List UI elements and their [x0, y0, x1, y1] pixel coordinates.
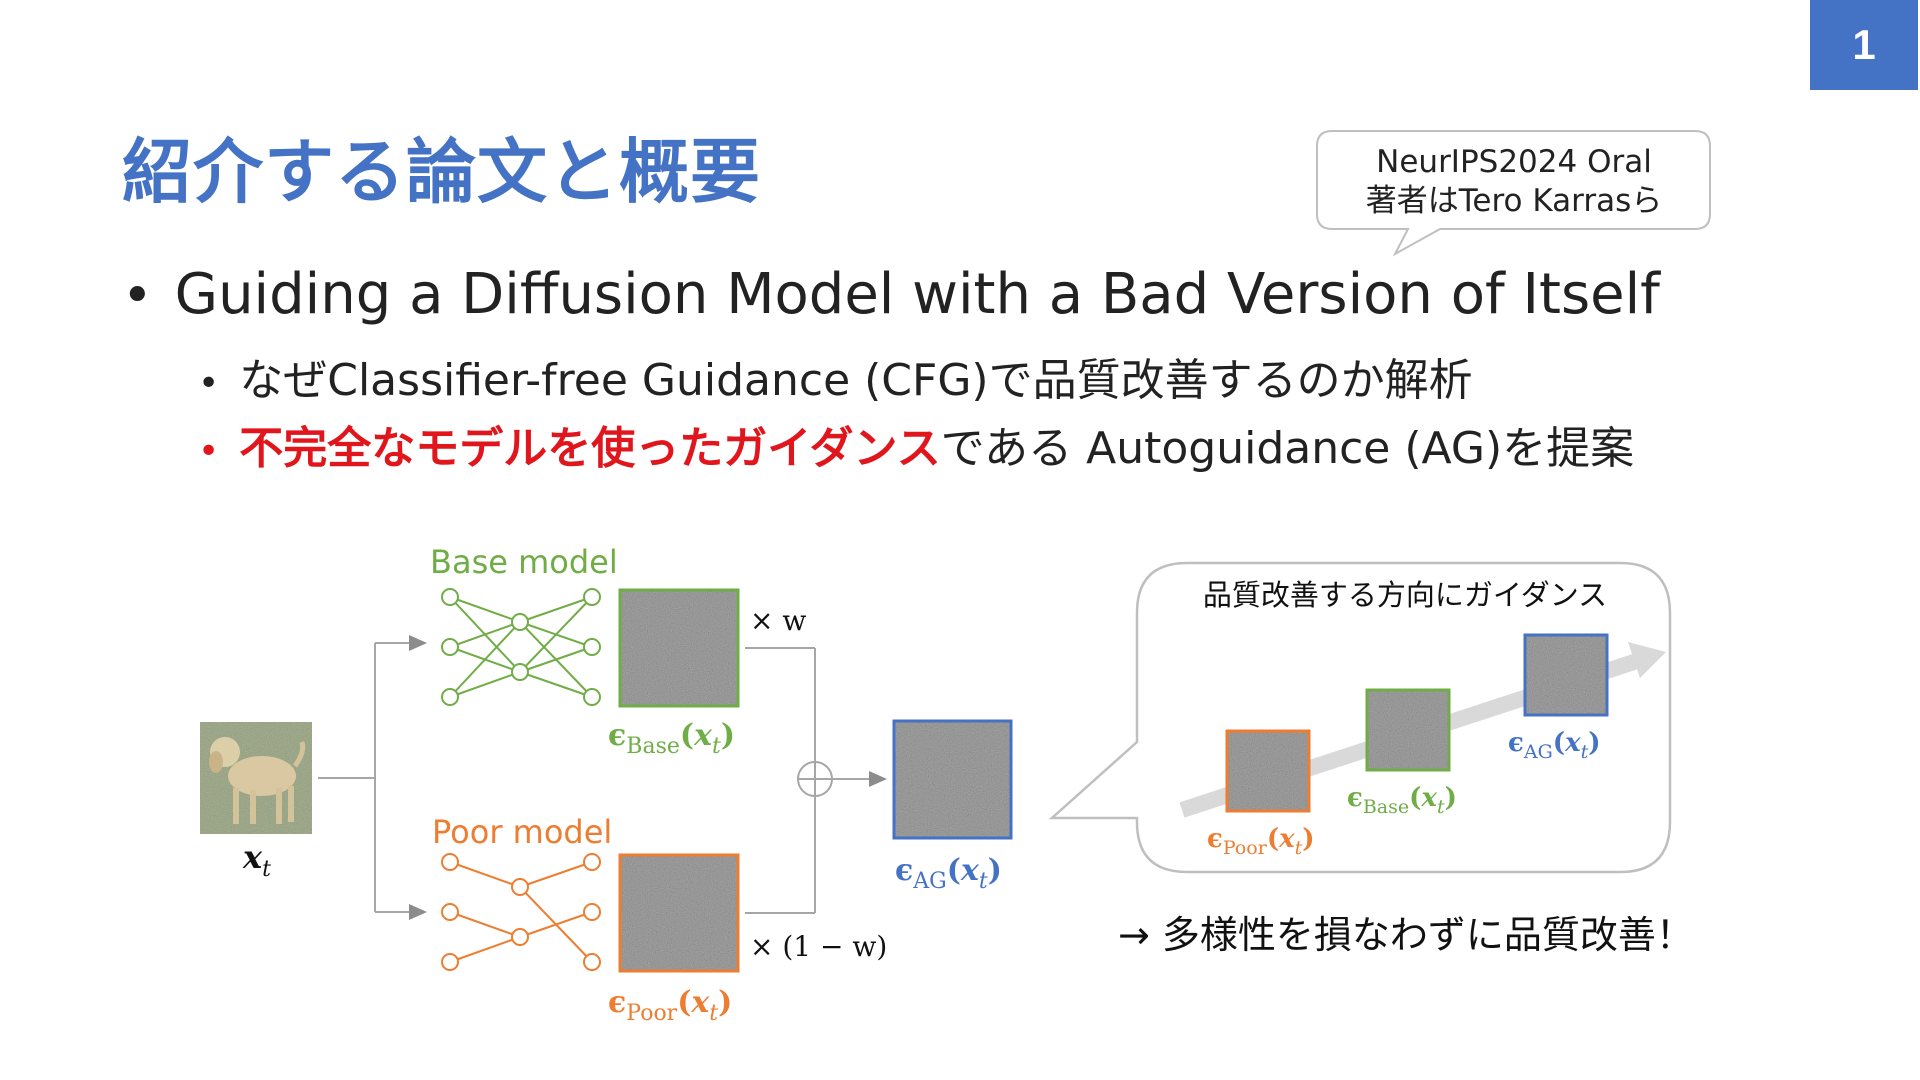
- conclusion-text: → 多様性を損なわずに品質改善！: [1118, 913, 1694, 957]
- callout-poor-image: [1225, 729, 1311, 813]
- callout-eps-poor-label: ϵPoor(xt): [1207, 824, 1315, 859]
- poor-output-image: [618, 853, 740, 973]
- weight-poor-label: × (1 − w): [750, 930, 887, 963]
- callout-base-image: [1365, 688, 1451, 772]
- eps-ag-label: ϵAG(xt): [895, 853, 1002, 894]
- weight-base-label: × w: [750, 604, 806, 637]
- bullet-sub-analysis: • なぜClassifier-free Guidance (CFG)で品質改善する…: [198, 344, 1473, 408]
- badge-line-1: NeurIPS2024 Oral: [1376, 144, 1652, 180]
- callout-eps-base-label: ϵBase(xt): [1347, 783, 1457, 818]
- eps-poor-label: ϵPoor(xt): [608, 985, 732, 1026]
- input-connectors: [318, 635, 427, 920]
- analysis-text: なぜClassifier-free Guidance (CFG)で品質改善するの…: [239, 355, 1473, 406]
- bullet-dot: •: [198, 431, 220, 472]
- badge-line-2: 著者はTero Karrasら: [1366, 183, 1663, 219]
- slide-title: 紹介する論文と概要: [122, 131, 761, 213]
- plus-operator: [797, 761, 833, 797]
- ag-output-image: [892, 719, 1013, 840]
- input-label: xt: [242, 838, 271, 882]
- base-model-network: [441, 588, 601, 706]
- bullet-dot: •: [122, 266, 153, 326]
- bullet-main: • Guiding a Diffusion Model with a Bad Ve…: [122, 262, 1660, 327]
- callout-title: 品質改善する方向にガイダンス: [1203, 578, 1607, 612]
- poor-model-label: Poor model: [432, 813, 612, 851]
- paper-title-text: Guiding a Diffusion Model with a Bad Ver…: [174, 262, 1660, 327]
- combine-connectors: [745, 647, 887, 914]
- conference-badge: NeurIPS2024 Oral 著者はTero Karrasら: [1316, 130, 1711, 257]
- input-image: [200, 722, 312, 834]
- bullet-sub-proposal: • 不完全なモデルを使ったガイダンスである Autoguidance (AG)を提…: [198, 412, 1634, 476]
- poor-model-network: [441, 853, 601, 971]
- base-output-image: [618, 588, 740, 708]
- proposal-rest-text: である Autoguidance (AG)を提案: [940, 423, 1635, 474]
- bullet-dot: •: [198, 363, 220, 404]
- page-number: 1: [1810, 0, 1918, 90]
- eps-base-label: ϵBase(xt): [608, 718, 735, 759]
- callout-ag-image: [1523, 633, 1609, 717]
- proposal-highlight-text: 不完全なモデルを使ったガイダンス: [239, 423, 941, 474]
- callout-eps-ag-label: ϵAG(xt): [1508, 728, 1601, 763]
- base-model-label: Base model: [430, 543, 618, 581]
